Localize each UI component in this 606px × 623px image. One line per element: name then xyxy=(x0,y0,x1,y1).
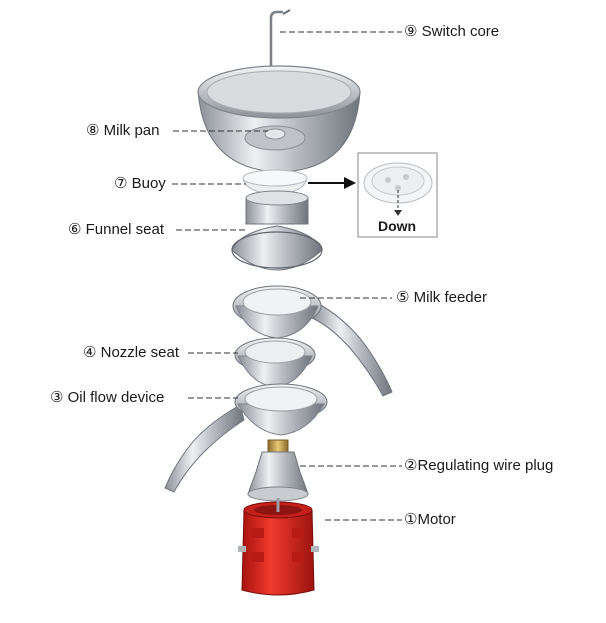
label-motor: ①Motor xyxy=(404,511,456,528)
motor-part xyxy=(238,498,319,596)
label-oil-flow-device: ③ Oil flow device xyxy=(50,389,165,406)
label-milk-feeder: ⑤ Milk feeder xyxy=(396,289,487,306)
milk-pan-part xyxy=(197,65,361,173)
inset-caption: Down xyxy=(378,218,417,234)
label-switch-core: ⑨ Switch core xyxy=(404,23,500,40)
arrow-to-inset xyxy=(308,177,356,189)
nozzle-seat-part xyxy=(234,337,316,388)
buoy-inset xyxy=(357,152,438,238)
funnel-seat-part xyxy=(231,190,323,271)
oil-flow-device-part xyxy=(164,383,328,493)
label-regulating-wire-plug: ②Regulating wire plug xyxy=(404,457,554,474)
buoy-part xyxy=(242,169,308,195)
milk-feeder-part xyxy=(232,285,393,397)
label-funnel-seat: ⑥ Funnel seat xyxy=(68,221,164,238)
label-buoy: ⑦ Buoy xyxy=(114,175,166,192)
label-milk-pan: ⑧ Milk pan xyxy=(86,122,160,139)
label-nozzle-seat: ④ Nozzle seat xyxy=(83,344,179,361)
regulating-wire-plug-part xyxy=(247,439,309,502)
leader-lines xyxy=(172,31,402,521)
